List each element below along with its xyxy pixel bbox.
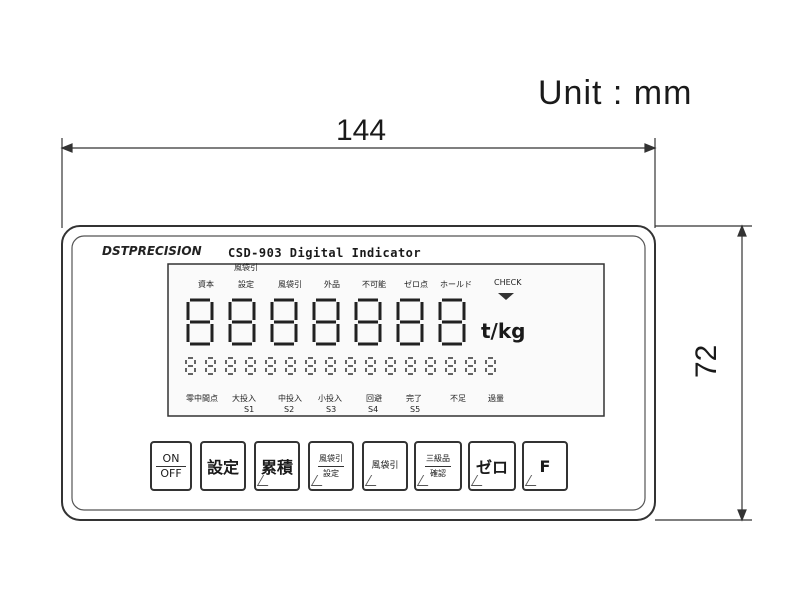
main-digits [186, 298, 466, 346]
sub-digit [385, 357, 396, 375]
brand-logo: DSTPRECISION [102, 244, 202, 258]
corner-mark-icon [416, 475, 435, 486]
confirm-label: 確認 [430, 468, 446, 478]
height-dimension-line [655, 224, 752, 522]
top-annotation-2: 設定 [238, 280, 254, 289]
model-label: CSD-903 Digital Indicator [228, 246, 422, 260]
grade-label: 三級品 [426, 453, 450, 463]
sub-digit [225, 357, 236, 375]
f-label: F [539, 456, 551, 476]
unit-label: Unit : mm [538, 74, 693, 112]
main-digit [312, 298, 340, 346]
lcd-window [167, 263, 605, 417]
sub-digits [185, 357, 496, 375]
zero-button[interactable]: ゼロ [468, 441, 516, 491]
bottom-sub-annotation-1: S1 [244, 405, 255, 414]
bottom-annotation-5: 回避 [366, 394, 382, 403]
panel-inner [71, 235, 646, 511]
width-dimension-line [60, 138, 657, 228]
sub-digit [365, 357, 376, 375]
main-digit [396, 298, 424, 346]
corner-mark-icon [364, 475, 383, 486]
sub-digit [285, 357, 296, 375]
tare-setting-button[interactable]: 風袋引 設定 [308, 441, 354, 491]
main-digit [228, 298, 256, 346]
sub-digit [485, 357, 496, 375]
bottom-annotation-8: 過量 [488, 394, 504, 403]
corner-mark-icon [524, 475, 543, 486]
f-button[interactable]: F [522, 441, 568, 491]
bottom-sub-annotation-5: S5 [410, 405, 421, 414]
sub-digit [185, 357, 196, 375]
top-annotation-5: 不可能 [362, 280, 386, 289]
top-annotation-6: ゼロ点 [404, 280, 428, 289]
main-digit [186, 298, 214, 346]
grade-confirm-button[interactable]: 三級品 確認 [414, 441, 462, 491]
tare-label: 風袋引 [319, 453, 343, 463]
tare-button[interactable]: 風袋引 [362, 441, 408, 491]
sub-digit [345, 357, 356, 375]
bottom-annotation-2: 大投入 [232, 394, 256, 403]
bottom-sub-annotation-3: S3 [326, 405, 337, 414]
width-dimension: 144 [336, 114, 387, 147]
main-digit [354, 298, 382, 346]
on-off-button[interactable]: ON OFF [150, 441, 192, 491]
tare-key-label: 風袋引 [371, 461, 399, 471]
main-digit [438, 298, 466, 346]
sub-digit [445, 357, 456, 375]
off-label: OFF [160, 466, 182, 480]
accumulate-button[interactable]: 累積 [254, 441, 300, 491]
bottom-annotation-7: 不足 [450, 394, 466, 403]
sub-digit [405, 357, 416, 375]
top-annotation-8: CHECK [494, 278, 522, 287]
bottom-sub-annotation-2: S2 [284, 405, 295, 414]
bottom-annotation-3: 中投入 [278, 394, 302, 403]
top-annotation-1: 資本 [198, 280, 214, 289]
tare-setting-label: 設定 [323, 468, 339, 478]
bottom-sub-annotation-4: S4 [368, 405, 379, 414]
check-indicator [498, 293, 514, 300]
sub-digit [205, 357, 216, 375]
sub-digit [425, 357, 436, 375]
main-digit [270, 298, 298, 346]
sub-digit [265, 357, 276, 375]
bottom-annotation-1: 零中間点 [186, 394, 218, 403]
accumulate-label: 累積 [260, 458, 293, 477]
top-annotation-7: ホールド [440, 280, 472, 289]
unit-display: t/kg [481, 319, 526, 343]
sub-digit [245, 357, 256, 375]
bottom-annotation-4: 小投入 [318, 394, 342, 403]
on-label: ON [162, 451, 180, 465]
setting-button[interactable]: 設定 [200, 441, 246, 491]
top-sub-annotation: 風袋引 [234, 263, 258, 272]
sub-digit [305, 357, 316, 375]
zero-label: ゼロ [475, 458, 508, 477]
corner-mark-icon [470, 475, 489, 486]
top-annotation-3: 風袋引 [278, 280, 302, 289]
top-annotation-4: 外品 [324, 280, 340, 289]
bottom-annotation-6: 完了 [406, 394, 422, 403]
sub-digit [325, 357, 336, 375]
sub-digit [465, 357, 476, 375]
corner-mark-icon [310, 475, 329, 486]
setting-label: 設定 [206, 458, 239, 477]
corner-mark-icon [256, 475, 275, 486]
